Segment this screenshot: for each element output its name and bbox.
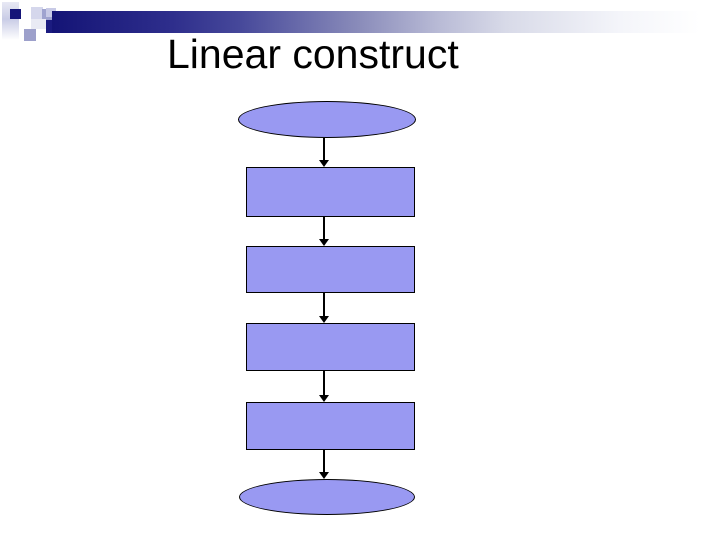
arrowhead-down-icon <box>319 472 329 479</box>
flowchart-node-step-3 <box>246 323 415 371</box>
arrowhead-down-icon <box>319 160 329 167</box>
flowchart-connector-5 <box>319 450 329 479</box>
slide-title: Linear construct <box>167 31 459 77</box>
decoration-square-dark <box>10 9 21 19</box>
flowchart-connector-2 <box>319 217 329 246</box>
arrowhead-down-icon <box>319 316 329 323</box>
flowchart-node-end-ellipse <box>239 479 415 515</box>
decoration-square-pale-top <box>46 8 56 17</box>
connector-line <box>323 217 325 239</box>
decoration-gradient-strip <box>2 2 19 40</box>
connector-line <box>323 293 325 316</box>
flowchart-connector-1 <box>319 138 329 167</box>
arrowhead-down-icon <box>319 395 329 402</box>
decoration-square-pale <box>31 7 43 19</box>
connector-line <box>323 450 325 472</box>
flowchart-connector-3 <box>319 293 329 323</box>
decoration-header-bar <box>52 11 720 33</box>
flowchart-connector-4 <box>319 371 329 402</box>
flowchart-node-step-4 <box>246 402 415 450</box>
decoration-square-medium-small <box>24 29 36 41</box>
flowchart-node-step-2 <box>246 246 415 293</box>
connector-line <box>323 138 325 160</box>
flowchart-node-start-ellipse <box>238 101 416 138</box>
connector-line <box>323 371 325 395</box>
arrowhead-down-icon <box>319 239 329 246</box>
flowchart-node-step-1 <box>246 167 415 217</box>
decoration-square-palest <box>31 19 46 29</box>
